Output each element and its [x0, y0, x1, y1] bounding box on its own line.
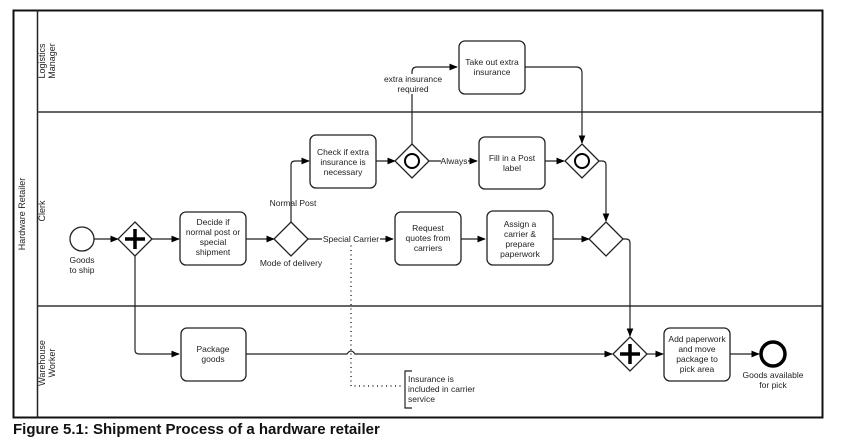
inclusive-merge-gateway[interactable] [564, 143, 600, 179]
flow-label-extra-insurance-2: required [397, 84, 428, 94]
svg-text:Manager: Manager [47, 43, 57, 79]
plus-icon [125, 229, 145, 249]
flow-normal-post [290, 157, 310, 222]
end-event-label: Goods available [743, 370, 804, 380]
always-label-bg [441, 156, 468, 166]
circle-icon [574, 153, 590, 169]
pool-label: Hardware Retailer [17, 178, 27, 251]
mode-of-delivery-gateway[interactable] [273, 221, 309, 257]
extra-insurance-label-bg [384, 74, 442, 94]
lane-label-logistics-manager: Logistics Manager [37, 43, 57, 79]
start-event-label-2: to ship [69, 265, 94, 275]
end-event-label-2: for pick [759, 380, 787, 390]
mode-of-delivery-label: Mode of delivery [260, 258, 323, 268]
circle-icon [404, 153, 420, 169]
lane-label-clerk: Clerk [37, 200, 47, 222]
start-event[interactable] [69, 226, 95, 252]
svg-text:Warehouse: Warehouse [37, 340, 47, 386]
svg-text:Logistics: Logistics [37, 43, 47, 79]
flow-takeout-to-merge [525, 66, 586, 144]
end-event[interactable] [759, 340, 787, 368]
flow-split-to-package [134, 255, 180, 358]
figure-caption: Figure 5.1: Shipment Process of a hardwa… [13, 421, 380, 438]
flow-label-extra-insurance: extra insurance [384, 74, 442, 84]
start-event-label: Goods [69, 255, 94, 265]
parallel-join-gateway[interactable] [612, 336, 648, 372]
special-carrier-label-bg [322, 233, 380, 244]
parallel-split-gateway[interactable] [117, 221, 153, 257]
flow-join-to-parallel [623, 238, 634, 337]
exclusive-join-gateway[interactable] [588, 221, 624, 257]
insurance-inclusive-gateway[interactable] [394, 143, 430, 179]
flow-package-to-join [246, 350, 613, 358]
flow-label-always: Always [441, 156, 468, 166]
flow-label-special-carrier: Special Carrier [323, 234, 379, 244]
pool-border [12, 9, 824, 419]
flow-label-normal-post: Normal Post [270, 198, 317, 208]
flow-merge-to-join [599, 160, 610, 222]
annotation-association [350, 241, 404, 387]
flow-extra-insurance [411, 63, 458, 144]
lane-label-warehouse-worker: Warehouse Worker [37, 340, 57, 386]
svg-text:Worker: Worker [47, 349, 57, 378]
plus-icon [620, 344, 640, 364]
